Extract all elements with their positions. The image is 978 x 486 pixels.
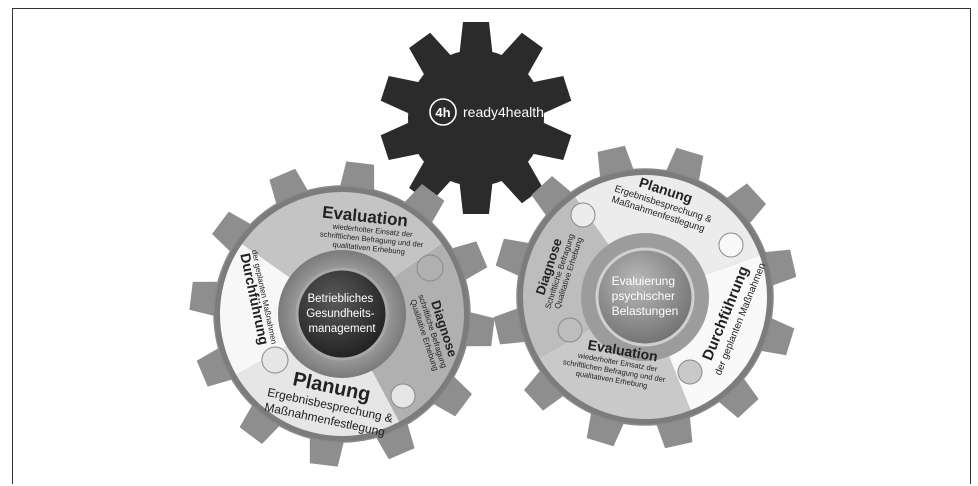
right-gear-tooth <box>720 183 766 229</box>
left-gear-tooth <box>239 399 285 444</box>
top-gear-body <box>408 50 544 186</box>
left-gear: Betriebliches Gesundheits- management Ev… <box>189 161 495 467</box>
right-gear: Evaluierung psychischer Belastungen Plan… <box>493 145 797 449</box>
logo-mark-text: 4h <box>435 105 450 120</box>
right-gear-rim <box>516 168 774 426</box>
left-puzzle-knob-1 <box>416 254 444 282</box>
left-segment-diagnose <box>371 244 464 422</box>
right-segment-diagnose <box>523 197 610 358</box>
top-gear-tooth <box>497 32 543 80</box>
left-gear-tooth <box>427 371 472 417</box>
left-gear-rim <box>213 185 471 443</box>
right-hub-line-2: psychischer <box>612 289 675 303</box>
logo-mark-circle <box>429 98 457 126</box>
left-gear-tooth <box>212 211 257 257</box>
top-gear: 4h ready4health <box>380 22 572 214</box>
left-hub-line-3: management <box>308 323 376 335</box>
right-hub-label: Evaluierung psychischer Belastungen <box>612 274 679 318</box>
right-hub <box>595 247 695 347</box>
right-puzzle-knob-2 <box>718 232 744 258</box>
top-gear-tooth <box>459 22 493 58</box>
left-puzzle-knob-3 <box>390 383 416 409</box>
left-hub-label: Betriebliches Gesundheits- management <box>306 293 378 335</box>
right-puzzle-knob-3 <box>557 317 583 343</box>
left-segment-durchfuehrung <box>219 244 292 375</box>
top-gear-tooth <box>409 32 455 80</box>
top-gear-tooth <box>459 178 493 214</box>
frame-border <box>12 8 971 484</box>
left-hub-line-2: Gesundheits- <box>306 308 375 320</box>
logo-text: ready4health <box>463 104 544 120</box>
right-segment-planung <box>575 175 760 276</box>
right-hub-line-3: Belastungen <box>612 304 679 318</box>
right-puzzle-knob-4 <box>677 359 703 385</box>
left-gear-tooth <box>399 184 445 229</box>
right-gear-tooth <box>524 365 570 411</box>
right-gear-tooth <box>531 176 577 222</box>
left-segment-evaluation <box>242 192 442 279</box>
right-evaluation-label: Evaluation wiederholter Einsatz der schr… <box>562 336 666 390</box>
right-puzzle-knob-1 <box>570 202 596 228</box>
ready4health-logo: 4h ready4health <box>429 98 544 126</box>
left-hub-line-1: Betriebliches <box>307 293 373 305</box>
left-hub <box>295 267 389 361</box>
top-gear-tooth <box>497 156 543 204</box>
right-segment-evaluation <box>539 328 691 419</box>
left-puzzle-knob-2 <box>261 346 289 374</box>
right-hub-line-1: Evaluierung <box>612 274 675 288</box>
right-gear-tooth <box>713 372 759 418</box>
